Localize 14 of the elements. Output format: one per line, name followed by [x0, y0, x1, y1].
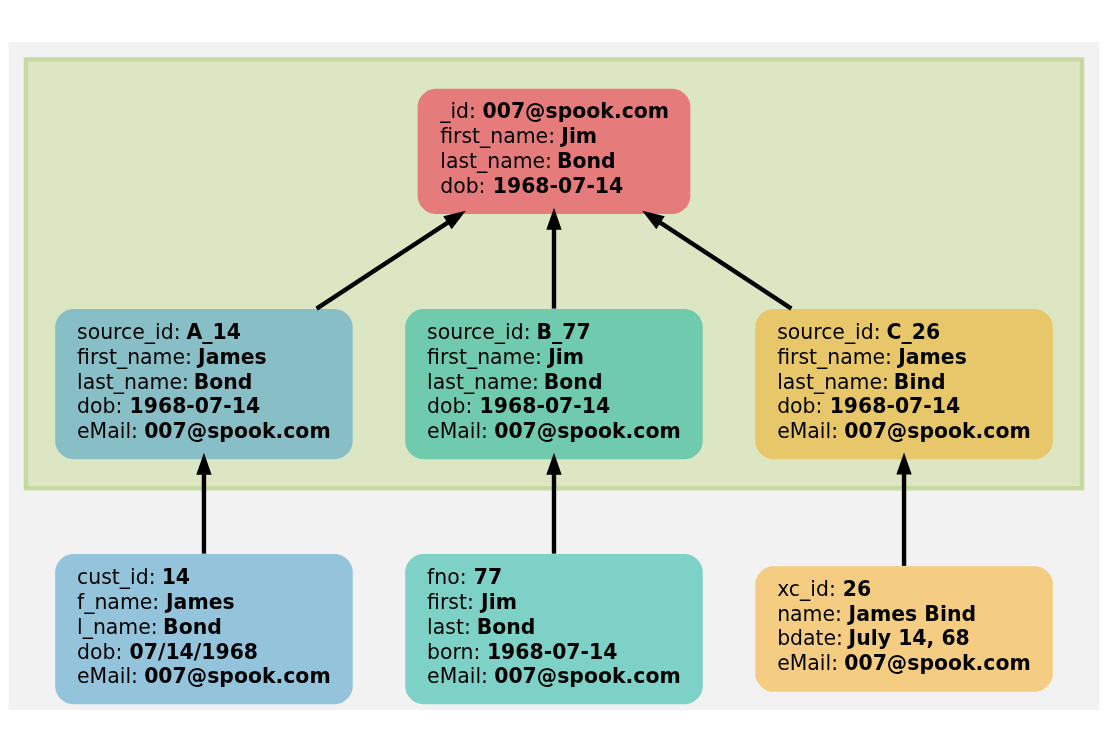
node-box: source_id: C_26 first_name: James last_name: Bind dob: 1968-07-14 eMail: 007@spook.com [755, 308, 1053, 460]
arrow [546, 207, 562, 309]
node-box: cust_id: 14 f_name: James l_name: Bond dob: 07/14/1968 eMail: 007@spook.com [55, 553, 353, 705]
arrow [196, 452, 212, 554]
node-box: source_id: B_77 first_name: Jim last_name: Bond dob: 1968-07-14 eMail: 007@spook.com [405, 308, 703, 460]
node-box: xc_id: 26 name: James Bind bdate: July 14, 68 eMail: 007@spook.com [755, 566, 1053, 692]
arrow [315, 210, 466, 311]
arrow [642, 210, 793, 311]
node-box: fno: 77 first: Jim last: Bond born: 1968-07-14 eMail: 007@spook.com [405, 553, 703, 705]
cluster [23, 57, 1085, 491]
arrow [896, 452, 912, 566]
node-box: _id: 007@spook.com first_name: Jim last_name: Bond dob: 1968-07-14 [417, 88, 691, 215]
arrow [546, 452, 562, 554]
node-box: source_id: A_14 first_name: James last_name: Bond dob: 1968-07-14 eMail: 007@spook.com [55, 308, 353, 460]
